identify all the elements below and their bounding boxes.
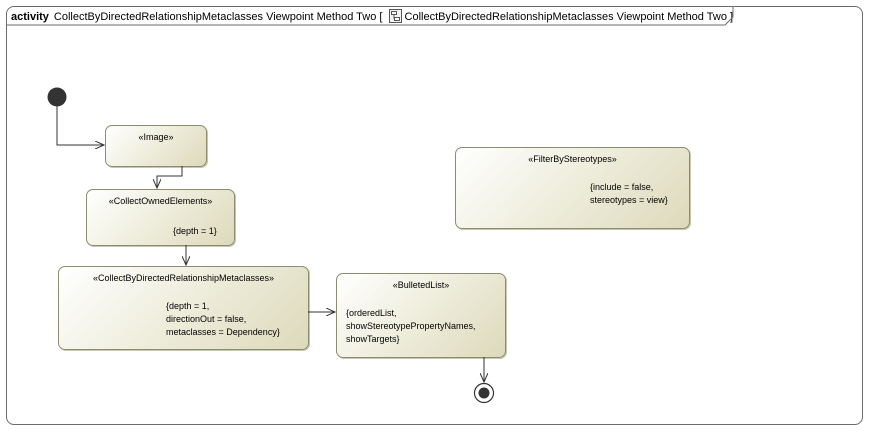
bulleted-list-stereotype: «BulletedList» (392, 280, 450, 290)
flow-initial-to-image[interactable] (56, 106, 104, 145)
collect-owned-stereotype: «CollectOwnedElements» (108, 196, 213, 206)
frame-keyword: activity (11, 11, 49, 23)
filter-tags: {include = false, stereotypes = view} (590, 182, 668, 205)
frame-ref-name[interactable]: CollectByDirectedRelationshipMetaclasses… (404, 11, 727, 23)
bracket-close: ] (730, 11, 734, 23)
activity-final-node[interactable] (473, 382, 495, 404)
filter-by-stereotypes-action[interactable]: «FilterByStereotypes» {include = false, … (455, 147, 690, 229)
frame-title: activity CollectByDirectedRelationshipMet… (6, 6, 733, 25)
frame-name: CollectByDirectedRelationshipMetaclasses… (53, 11, 377, 23)
bulleted-list-action[interactable]: «BulletedList» {orderedList, showStereot… (336, 273, 506, 358)
collect-owned-elements-action[interactable]: «CollectOwnedElements» {depth = 1} (86, 189, 235, 246)
flow-image-to-collect-owned[interactable] (157, 166, 183, 188)
collect-directed-tags: {depth = 1, directionOut = false, metacl… (166, 301, 280, 337)
image-stereotype: «Image» (138, 132, 174, 142)
image-action[interactable]: «Image» (105, 125, 207, 167)
bulleted-list-tags: {orderedList, showStereotypePropertyName… (346, 308, 476, 344)
initial-node[interactable] (47, 87, 67, 107)
filter-stereotype: «FilterByStereotypes» (528, 154, 617, 164)
collect-directed-relationship-action[interactable]: «CollectByDirectedRelationshipMetaclasse… (58, 266, 309, 350)
collect-directed-stereotype: «CollectByDirectedRelationshipMetaclasse… (92, 273, 275, 283)
bracket-open: [ (379, 11, 383, 23)
collect-owned-tags: {depth = 1} (173, 226, 217, 236)
diagram-icon[interactable] (388, 9, 402, 23)
